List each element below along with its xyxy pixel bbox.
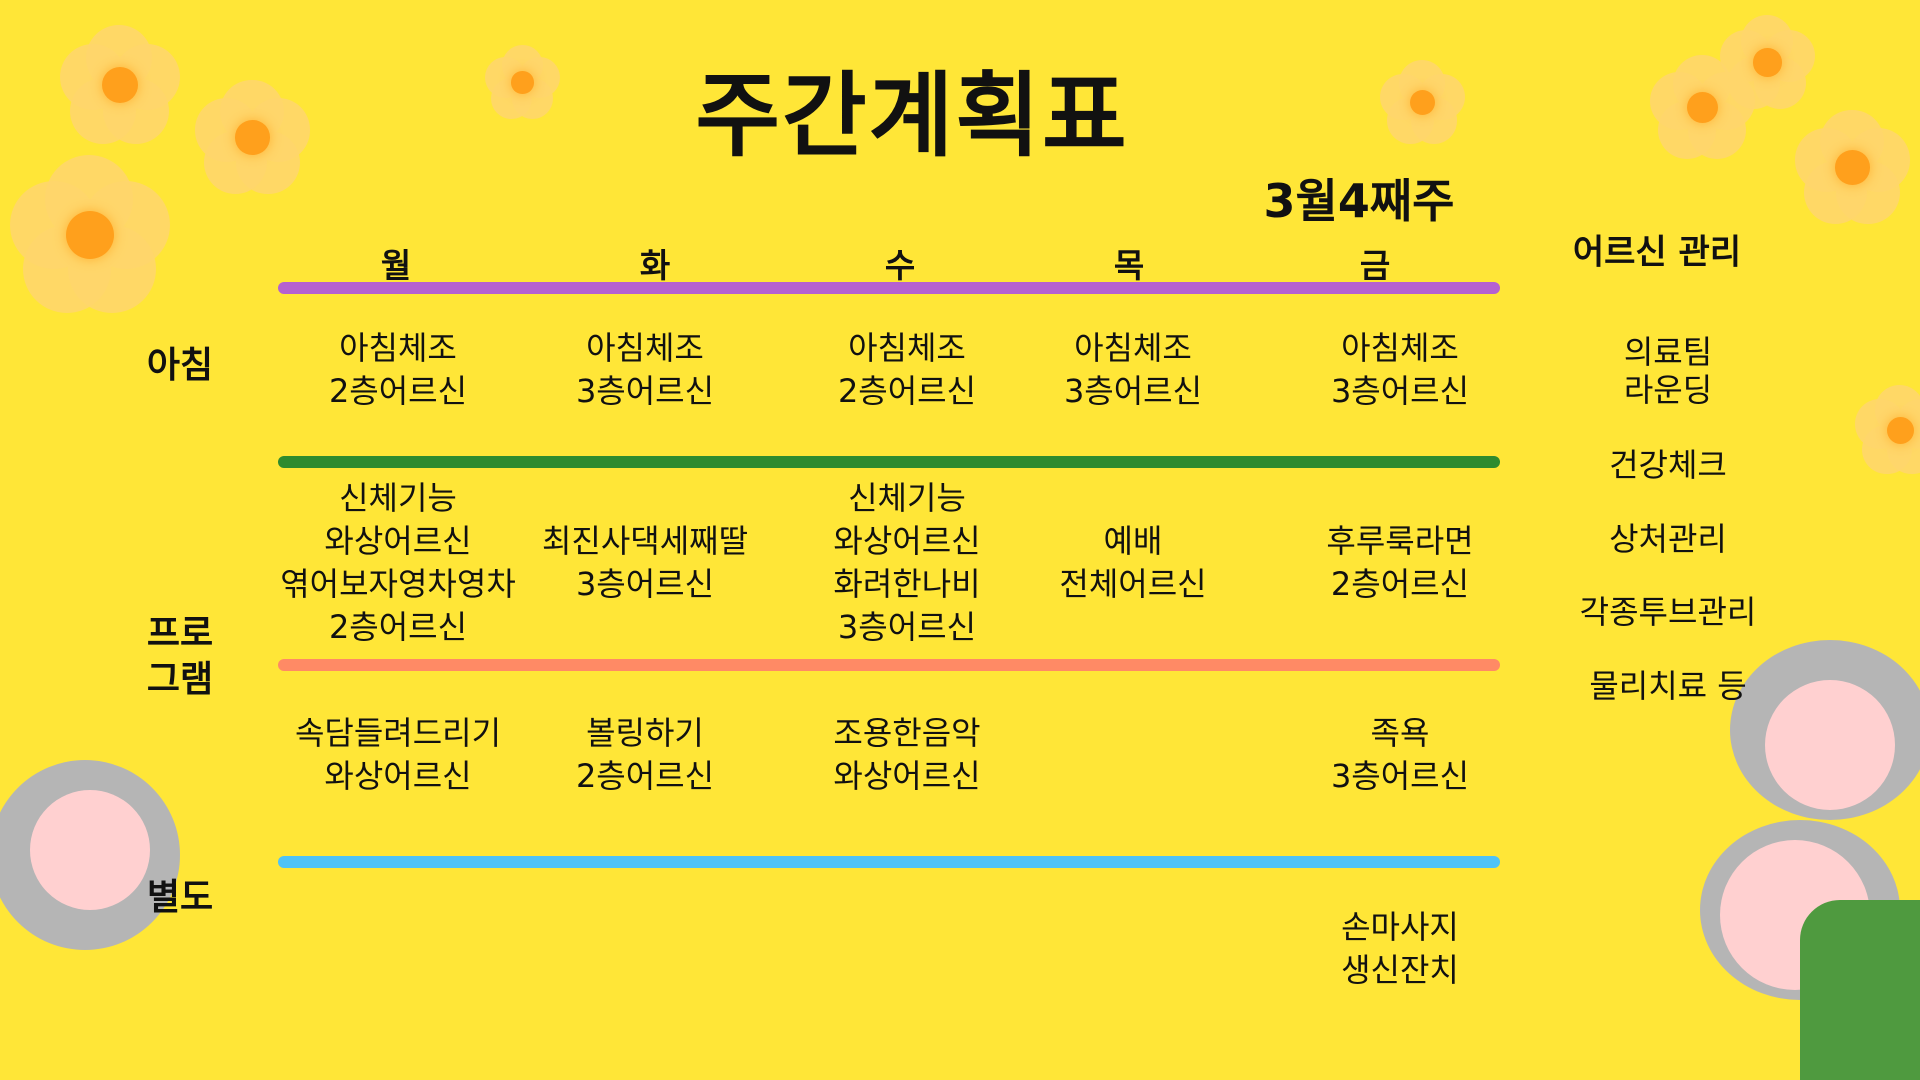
- elderly-face-left: [30, 790, 150, 910]
- divider-coral: [278, 659, 1500, 671]
- schedule-cell-line: 아침체조: [1074, 329, 1192, 367]
- care-heading: 어르신 관리: [1572, 232, 1742, 273]
- care-item-line: 라운딩: [1623, 371, 1713, 409]
- flower-decoration: [1795, 110, 1910, 225]
- row-label-morning: 아침: [146, 345, 214, 386]
- schedule-cell-line: 와상어르신: [833, 757, 981, 795]
- day-header-fri: 금: [1359, 246, 1391, 285]
- schedule-cell-program_b-금: 족욕 3층어르신: [1331, 712, 1469, 798]
- schedule-cell-line: 최진사댁세째딸: [541, 522, 749, 560]
- schedule-cell-morning-수: 아침체조 2층어르신: [838, 327, 976, 413]
- flower-decoration: [485, 45, 560, 120]
- schedule-cell-line: 2층어르신: [328, 608, 468, 646]
- schedule-cell-line: 아침체조: [339, 329, 457, 367]
- row-label-program-line1: 프로: [146, 613, 214, 654]
- flower-decoration: [1380, 60, 1465, 145]
- care-item-wound-care: 상처관리: [1609, 520, 1727, 558]
- schedule-cell-program_a-화: 최진사댁세째딸 3층어르신: [542, 520, 748, 606]
- schedule-cell-line: 2층어르신: [328, 372, 468, 410]
- schedule-cell-line: 엮어보자영차영차: [280, 565, 516, 603]
- schedule-cell-line: 아침체조: [848, 329, 966, 367]
- care-item-tube-care: 각종투브관리: [1579, 593, 1757, 631]
- schedule-cell-line: 생신잔치: [1341, 951, 1459, 989]
- schedule-cell-line: 예배: [1103, 522, 1163, 560]
- schedule-cell-morning-금: 아침체조 3층어르신: [1331, 327, 1469, 413]
- care-item-line: 의료팀: [1623, 333, 1713, 371]
- care-item-health-check: 건강체크: [1609, 446, 1727, 484]
- row-label-extra: 별도: [146, 877, 214, 918]
- divider-green: [278, 456, 1500, 468]
- flower-decoration: [1720, 15, 1815, 110]
- schedule-cell-line: 2층어르신: [575, 757, 715, 795]
- week-label: 3월4째주: [1263, 174, 1455, 228]
- day-header-thu: 목: [1113, 246, 1145, 285]
- day-header-wed: 수: [884, 246, 916, 285]
- schedule-cell-morning-월: 아침체조 2층어르신: [329, 327, 467, 413]
- flower-decoration: [1855, 385, 1920, 475]
- schedule-cell-line: 2층어르신: [837, 372, 977, 410]
- schedule-cell-program_a-금: 후루룩라면 2층어르신: [1326, 520, 1473, 606]
- schedule-cell-line: 조용한음악: [833, 714, 981, 752]
- divider-blue: [278, 856, 1500, 868]
- schedule-cell-line: 속담들려드리기: [294, 714, 502, 752]
- schedule-cell-line: 화려한나비: [833, 565, 981, 603]
- schedule-cell-line: 신체기능: [339, 479, 457, 517]
- schedule-cell-line: 아침체조: [586, 329, 704, 367]
- green-shirt: [1800, 900, 1920, 1080]
- schedule-cell-line: 볼링하기: [586, 714, 704, 752]
- schedule-cell-line: 전체어르신: [1059, 565, 1207, 603]
- schedule-cell-line: 3층어르신: [575, 565, 715, 603]
- schedule-cell-line: 와상어르신: [324, 522, 472, 560]
- flower-decoration: [60, 25, 180, 145]
- elderly-face-right-top: [1765, 680, 1895, 810]
- schedule-cell-line: 2층어르신: [1330, 565, 1470, 603]
- row-label-program-line2: 그램: [146, 659, 214, 700]
- schedule-cell-line: 3층어르신: [1330, 372, 1470, 410]
- day-header-tue: 화: [639, 246, 671, 285]
- schedule-cell-line: 3층어르신: [575, 372, 715, 410]
- schedule-cell-line: 후루룩라면: [1326, 522, 1474, 560]
- day-header-mon: 월: [380, 246, 412, 285]
- schedule-cell-line: 신체기능: [848, 479, 966, 517]
- schedule-cell-line: 3층어르신: [1063, 372, 1203, 410]
- flower-decoration: [10, 155, 170, 315]
- schedule-cell-line: 손마사지: [1341, 908, 1459, 946]
- care-item-physio: 물리치료 등: [1589, 667, 1747, 705]
- schedule-cell-line: 3층어르신: [1330, 757, 1470, 795]
- schedule-cell-program_b-화: 볼링하기 2층어르신: [576, 712, 714, 798]
- flower-decoration: [195, 80, 310, 195]
- schedule-cell-morning-목: 아침체조 3층어르신: [1064, 327, 1202, 413]
- row-label-program: 프로 그램: [147, 611, 213, 703]
- schedule-cell-line: 3층어르신: [837, 608, 977, 646]
- schedule-cell-line: 아침체조: [1341, 329, 1459, 367]
- schedule-cell-line: 와상어르신: [324, 757, 472, 795]
- schedule-cell-line: 와상어르신: [833, 522, 981, 560]
- care-item-medical-rounds: 의료팀 라운딩: [1624, 333, 1712, 409]
- divider-purple: [278, 282, 1500, 294]
- page-title: 주간계획표: [695, 62, 1129, 170]
- schedule-cell-morning-화: 아침체조 3층어르신: [576, 327, 714, 413]
- schedule-cell-line: 족욕: [1370, 714, 1430, 752]
